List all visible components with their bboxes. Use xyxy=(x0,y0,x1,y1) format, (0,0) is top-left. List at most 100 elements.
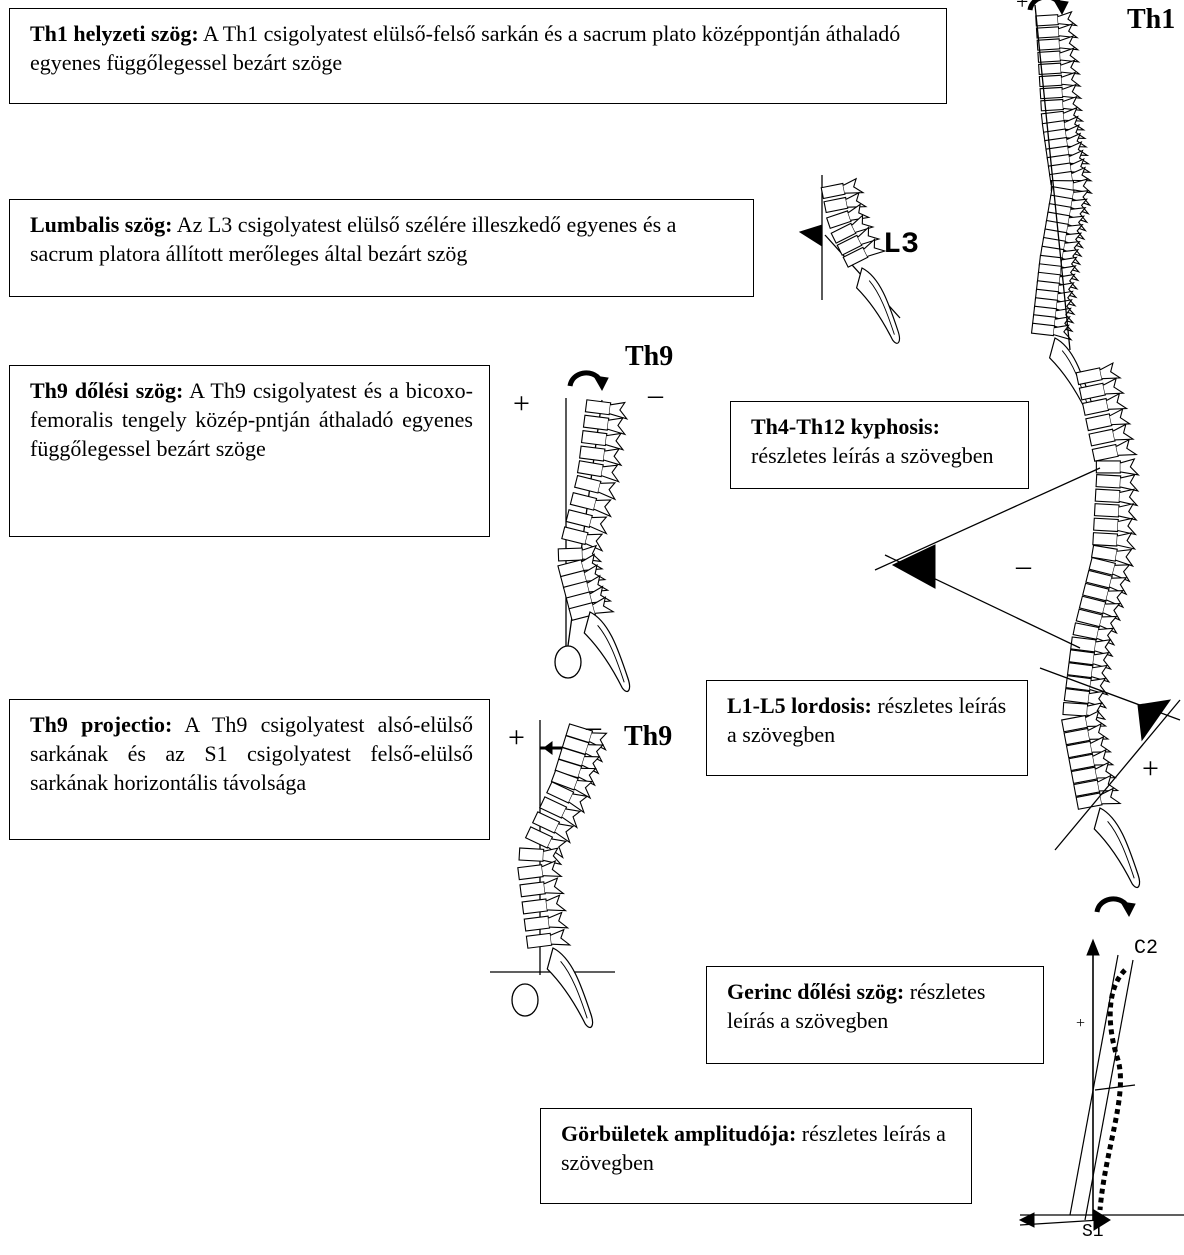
spinous-process xyxy=(1092,749,1113,768)
vertebra xyxy=(1082,581,1127,607)
vertebra-body xyxy=(1068,663,1093,678)
vertebra-body xyxy=(1039,75,1062,86)
vertebra xyxy=(518,861,562,882)
vertebra xyxy=(1061,710,1105,733)
spinous-process xyxy=(1066,133,1086,149)
amplitude-term: Görbületek amplitudója: xyxy=(561,1121,796,1146)
kyphosis-definition: részletes leírás a szövegben xyxy=(751,443,994,468)
l3-angle-wedge xyxy=(800,225,822,246)
th9-tilt-term: Th9 dőlési szög: xyxy=(30,378,183,403)
vertebra xyxy=(570,491,615,517)
sacrum-inner-line xyxy=(1108,821,1135,878)
vertebra-body xyxy=(1041,246,1064,259)
th9-tilt-spine xyxy=(557,398,628,622)
spinous-process xyxy=(1054,315,1073,331)
vertebra xyxy=(1073,775,1117,798)
lumbar-spine-l3 xyxy=(821,178,885,269)
spine-tilt-rotation-arrow xyxy=(1097,899,1127,912)
vertebra-body xyxy=(1086,414,1112,431)
vertebra xyxy=(1076,607,1121,633)
spinous-process xyxy=(1120,474,1139,491)
vertebra xyxy=(1066,674,1110,695)
vertebra-body xyxy=(1041,99,1064,110)
vertebra-body xyxy=(843,247,868,267)
vertebra xyxy=(577,459,621,482)
spinous-process xyxy=(541,861,561,879)
spinous-process xyxy=(1061,72,1080,87)
spinous-process xyxy=(1056,298,1075,314)
vertebra xyxy=(836,226,878,257)
vertebra-body xyxy=(526,933,551,948)
spinous-process xyxy=(1058,12,1077,27)
plus-sign-th9-projection: + xyxy=(508,721,525,754)
lordosis-upper-endplate-line xyxy=(1040,668,1180,720)
vertebra xyxy=(1040,244,1082,264)
vertebra xyxy=(574,474,619,500)
lumbar-term: Lumbalis szög: xyxy=(30,212,172,237)
vertebra-body xyxy=(1073,623,1099,639)
spinous-process xyxy=(862,238,885,259)
spinous-process xyxy=(544,878,564,896)
vertebra-body xyxy=(1089,558,1115,575)
spinous-process xyxy=(1105,587,1126,607)
vertebra xyxy=(1047,150,1089,170)
spinous-process xyxy=(1062,84,1081,99)
vertebra xyxy=(1036,12,1077,28)
spinous-process xyxy=(588,729,610,750)
spinous-process xyxy=(1089,677,1109,695)
vertebra xyxy=(1096,473,1139,491)
spinous-process xyxy=(1066,222,1086,239)
label-s1: S1 xyxy=(1082,1222,1104,1242)
spinous-process xyxy=(546,895,566,913)
kyphosis-angle-wedge xyxy=(893,545,935,588)
vertebra-body xyxy=(1033,315,1056,327)
minus-sign-kyphosis: – xyxy=(1015,549,1032,582)
spinous-process xyxy=(554,820,577,842)
spinous-process xyxy=(546,835,569,857)
vertebra-body xyxy=(1094,504,1119,517)
kyphosis-box: Th4-Th12 kyphosis: részletes leírás a sz… xyxy=(730,401,1029,489)
vertebra-body xyxy=(1042,238,1065,252)
spine-tilt-axis-line-left xyxy=(1070,955,1118,1215)
vertebra-body xyxy=(575,476,601,493)
spinous-process xyxy=(597,479,618,499)
vertebra-body xyxy=(821,183,845,198)
th9-tilt-sacrum xyxy=(584,612,629,691)
spinous-process xyxy=(1088,690,1108,708)
spinous-process xyxy=(1115,439,1136,458)
plus-sign-th1: + xyxy=(1016,0,1028,14)
vertebra-body xyxy=(518,865,543,880)
vertebra xyxy=(1094,502,1137,520)
vertebra-body xyxy=(1048,163,1071,176)
spinous-process xyxy=(1065,125,1085,141)
s1-arrow-left xyxy=(1020,1213,1034,1227)
vertebra xyxy=(1047,202,1089,223)
vertebra-body xyxy=(1066,676,1091,691)
vertebra xyxy=(1049,167,1091,187)
spinous-process xyxy=(1112,424,1133,443)
vertebra xyxy=(1071,762,1115,785)
vertebra xyxy=(1091,543,1135,566)
l3-tangent-line xyxy=(825,235,900,318)
spinous-process xyxy=(1069,205,1089,222)
vertebra-body xyxy=(562,527,588,544)
th1-rotation-arrow-head xyxy=(1054,0,1068,14)
vertebra xyxy=(546,780,591,812)
vertebra-body xyxy=(570,493,596,510)
vertebra xyxy=(1085,569,1130,595)
spinous-process xyxy=(1061,256,1080,272)
vertebra xyxy=(1089,424,1133,448)
spinous-process xyxy=(1117,518,1136,535)
spinous-process xyxy=(1102,378,1123,397)
vertebra xyxy=(1046,141,1088,161)
label-th1: Th1 xyxy=(1127,4,1175,35)
vertebra xyxy=(1032,313,1073,331)
spinous-process xyxy=(1097,775,1118,794)
sacrum-inner-line xyxy=(561,961,588,1018)
vertebra xyxy=(1063,701,1106,720)
spinous-process xyxy=(1109,574,1130,594)
vertebra-body xyxy=(558,548,582,561)
vertebra xyxy=(1069,648,1113,669)
vertebra-body xyxy=(1071,767,1097,783)
spinous-process xyxy=(573,777,595,798)
